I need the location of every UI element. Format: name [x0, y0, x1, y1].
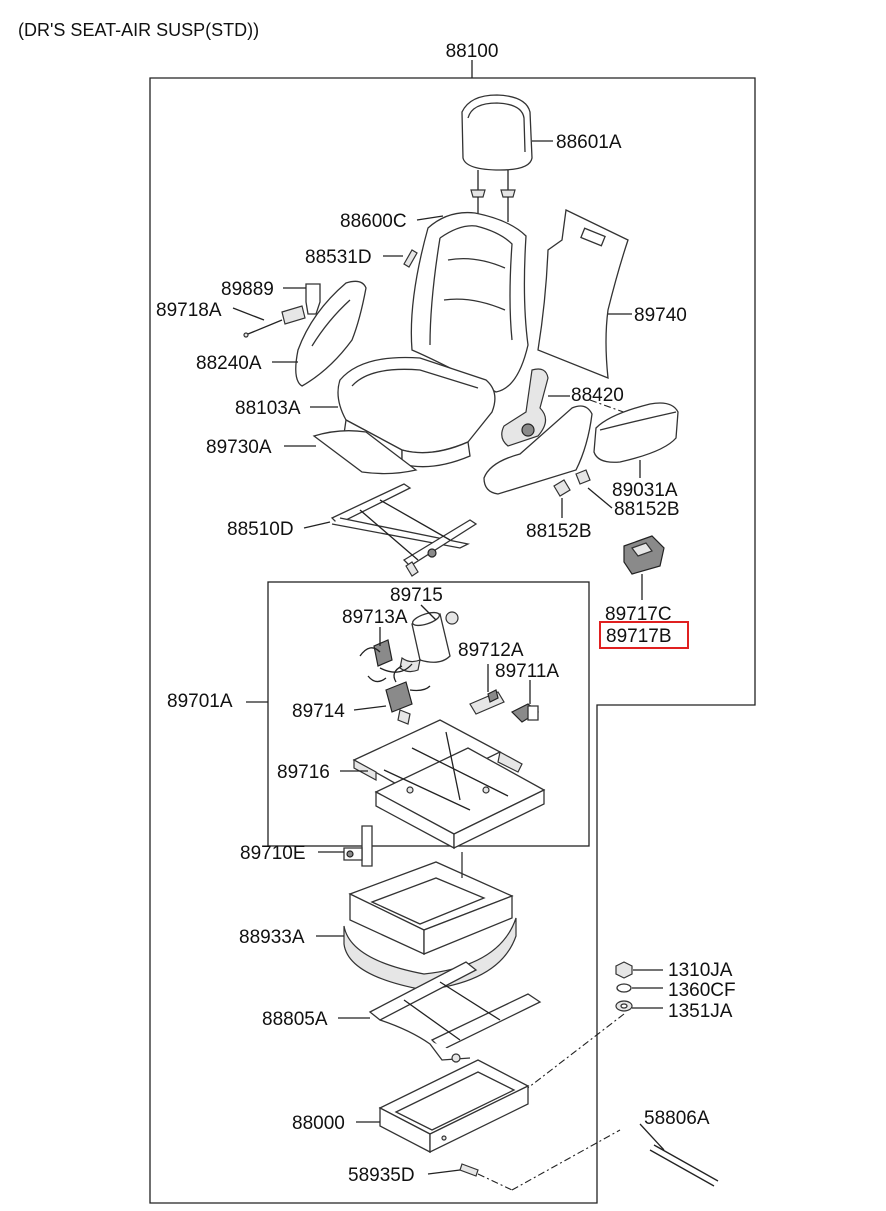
label-89711A: 89711A	[495, 661, 559, 682]
label-1351JA: 1351JA	[668, 1001, 733, 1022]
label-1360CF: 1360CF	[668, 980, 736, 1001]
rod-58806A	[649, 1144, 719, 1187]
label-88600C: 88600C	[340, 211, 407, 232]
cap-88152B-right	[575, 469, 591, 485]
suspension-frame	[352, 719, 546, 850]
slide-rail	[368, 961, 542, 1063]
label-89712A: 89712A	[458, 640, 524, 661]
assembly-number-label: 88100	[446, 41, 499, 62]
label-88601A: 88601A	[556, 132, 622, 153]
cushion-pad	[312, 430, 418, 475]
leader-58935D	[427, 1169, 461, 1175]
air-spring	[399, 611, 459, 673]
label-89740: 89740	[634, 305, 687, 326]
label-89713A: 89713A	[342, 607, 408, 628]
label-1310JA: 1310JA	[668, 960, 733, 981]
recliner-cover	[483, 405, 593, 495]
diagram-title: (DR'S SEAT-AIR SUSP(STD))	[18, 20, 259, 40]
highlight-box	[599, 621, 689, 649]
valve-89714	[385, 665, 431, 725]
suspension-base	[343, 852, 517, 991]
leader-89714	[353, 705, 387, 711]
seat-back	[410, 211, 529, 393]
bolt-58935D	[459, 1163, 479, 1177]
label-89031A: 89031A	[612, 480, 678, 501]
label-88103A: 88103A	[235, 398, 301, 419]
seat-back-board	[537, 209, 629, 380]
valve-89713A	[359, 639, 413, 683]
label-88000: 88000	[292, 1113, 345, 1134]
clip-88531D	[403, 249, 418, 268]
bracket-89712A	[469, 689, 505, 715]
label-88510D: 88510D	[227, 519, 294, 540]
cap-88152B-left	[553, 479, 571, 497]
label-88152B-right: 88152B	[614, 499, 680, 520]
height-sensor	[510, 703, 540, 723]
dash-recliner-armrest	[589, 399, 641, 419]
label-58935D: 58935D	[348, 1165, 415, 1186]
label-89718A: 89718A	[156, 300, 222, 321]
leader-89718A	[232, 307, 265, 321]
label-88805A: 88805A	[262, 1009, 328, 1030]
leader-88510D	[303, 521, 331, 529]
leader-58806A	[639, 1123, 665, 1151]
armrest	[593, 402, 679, 463]
leader-88600C	[416, 215, 444, 221]
label-89710E: 89710E	[240, 843, 306, 864]
label-89889: 89889	[221, 279, 274, 300]
label-88531D: 88531D	[305, 247, 372, 268]
label-88933A: 88933A	[239, 927, 305, 948]
suspension-subassembly-frame	[267, 581, 590, 847]
seat-riser	[378, 1059, 530, 1154]
label-89717C: 89717C	[605, 604, 672, 625]
headrest	[461, 94, 533, 222]
label-89730A: 89730A	[206, 437, 272, 458]
label-89714: 89714	[292, 701, 345, 722]
dash-fastener-base	[519, 1013, 625, 1095]
label-88152B-left: 88152B	[526, 521, 592, 542]
bracket-89710E	[343, 825, 373, 867]
label-89716: 89716	[277, 762, 330, 783]
leader-89715	[420, 604, 437, 621]
recliner-mechanism	[501, 368, 549, 447]
assembly-frame	[149, 77, 756, 1204]
seat-track	[330, 483, 478, 577]
label-58806A: 58806A	[644, 1108, 710, 1129]
leader-88152B-right	[587, 487, 613, 509]
label-89701A: 89701A	[167, 691, 233, 712]
label-89715: 89715	[390, 585, 443, 606]
label-89717B: 89717B	[606, 626, 672, 647]
label-88420: 88420	[571, 385, 624, 406]
label-88240A: 88240A	[196, 353, 262, 374]
dash-bolt	[477, 1173, 513, 1191]
dash-bolt-rod	[511, 1129, 621, 1191]
side-cover	[295, 280, 367, 387]
fastener-stack	[615, 961, 633, 1012]
seat-switch	[623, 535, 665, 575]
belt-buckle	[243, 283, 321, 338]
